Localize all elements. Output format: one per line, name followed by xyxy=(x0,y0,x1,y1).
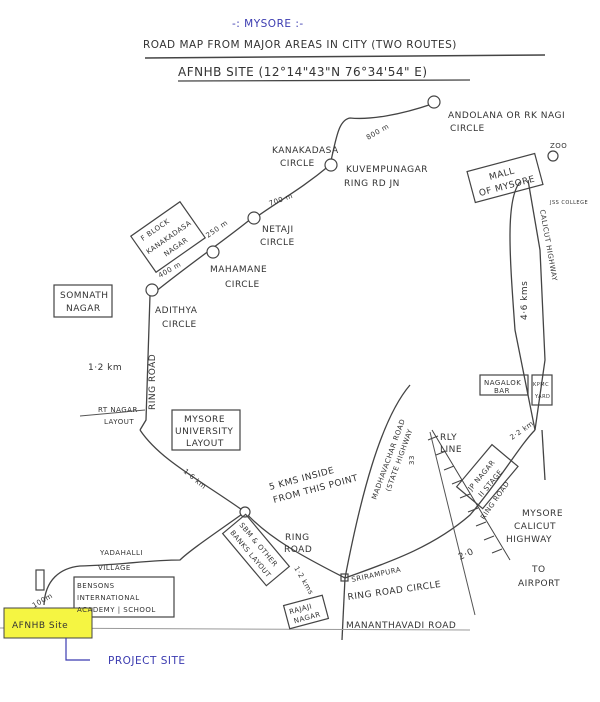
label-rly-line: LINE xyxy=(440,445,462,455)
label-mysore-university: MYSORE xyxy=(184,415,225,425)
label-somnath-nagar: NAGAR xyxy=(66,304,101,314)
distance-1-2kms: 1·2 kms xyxy=(292,565,315,596)
label-academy-school: ACADEMY | SCHOOL xyxy=(77,606,156,614)
label-zoo: ZOO xyxy=(550,142,567,150)
kuvempunagar-junction-marker xyxy=(324,158,338,172)
kpmc-box xyxy=(531,374,553,406)
andolana-circle-marker xyxy=(427,95,441,109)
label-project-site: PROJECT SITE xyxy=(108,655,186,667)
distance-250m: 250 m xyxy=(205,219,230,240)
label-international: INTERNATIONAL xyxy=(77,594,140,602)
rajaji-box xyxy=(282,594,330,630)
label-to: TO xyxy=(531,565,546,575)
label-yadahalli: YADAHALLI xyxy=(99,549,143,557)
place-labels: ANDOLANA OR RK NAGI CIRCLE KANAKADASA CI… xyxy=(12,111,588,667)
label-university: UNIVERSITY xyxy=(175,427,233,437)
label-kpmc: KPMC xyxy=(533,382,549,388)
bensons-box xyxy=(73,576,175,618)
label-highway: HIGHWAY xyxy=(506,535,552,545)
label-kanakadasa: KANAKADASA xyxy=(272,146,339,156)
label-ring: RING xyxy=(285,533,310,543)
label-kpmc-yard: YARD xyxy=(534,394,550,400)
label-calicut: CALICUT xyxy=(514,522,556,532)
label-netaji-circle: CIRCLE xyxy=(260,238,295,248)
sbm-box xyxy=(221,513,291,587)
label-university-layout: LAYOUT xyxy=(186,439,224,449)
label-kuvempunagar: KUVEMPUNAGAR xyxy=(346,165,428,175)
project-site-arrow xyxy=(65,638,90,661)
school-marker xyxy=(35,569,45,591)
label-ring-rd-jn: RING RD JN xyxy=(344,179,400,189)
mall-box xyxy=(466,152,544,204)
jp-nagar-box xyxy=(455,443,519,510)
distance-1-6km: 1·6 km xyxy=(182,467,208,491)
railway-line xyxy=(427,429,511,561)
label-bensons: BENSONS xyxy=(77,582,115,590)
label-road: ROAD xyxy=(284,545,312,555)
sbm-junction-marker xyxy=(239,506,251,518)
label-netaji: NETAJI xyxy=(262,225,294,235)
title-underline xyxy=(144,54,546,59)
label-rt-nagar: RT NAGAR xyxy=(98,406,138,414)
label-kanakadasa-circle: CIRCLE xyxy=(280,159,315,169)
label-srirampura: SRIRAMPURA xyxy=(351,566,402,584)
label-rly: RLY xyxy=(440,433,457,443)
distance-700m: 700 m xyxy=(268,192,294,208)
f-block-box xyxy=(129,200,207,274)
label-mysore: MYSORE xyxy=(522,509,563,519)
label-mahamane: MAHAMANE xyxy=(210,265,267,275)
distance-800m: 800 m xyxy=(365,122,391,141)
label-ring-road-circle: RING ROAD CIRCLE xyxy=(347,580,442,603)
mysore-university-box xyxy=(171,409,241,451)
zoo-marker xyxy=(547,150,559,162)
label-mahamane-circle: CIRCLE xyxy=(225,280,260,290)
label-adithya-circle: CIRCLE xyxy=(162,320,197,330)
mahamane-circle-marker xyxy=(206,245,220,259)
label-andolana: ANDOLANA OR RK NAGI xyxy=(448,111,565,121)
label-nagalok: NAGALOK xyxy=(484,379,521,387)
subtitle-underline xyxy=(177,79,471,82)
label-jss-college: JSS COLLEGE xyxy=(549,200,588,206)
label-adithya: ADITHYA xyxy=(155,306,198,316)
distance-100m: 100m xyxy=(31,592,54,610)
label-rt-nagar-layout: LAYOUT xyxy=(104,418,134,426)
site-coordinates: AFNHB SITE (12°14"43"N 76°34'54" E) xyxy=(178,65,428,79)
srirampura-circle-marker xyxy=(340,573,349,582)
label-afnhb-site: AFNHB Site xyxy=(12,621,68,631)
distance-1-2km: 1·2 km xyxy=(88,363,122,373)
label-village: VILLAGE xyxy=(98,564,131,572)
somnath-nagar-box xyxy=(53,284,113,318)
map-title: ROAD MAP FROM MAJOR AREAS IN CITY (TWO R… xyxy=(143,39,457,51)
distance-2-2km: 2·2 km xyxy=(509,419,536,441)
label-sh-33: 33 xyxy=(408,455,416,465)
label-mananthavadi-road: MANANTHAVADI ROAD xyxy=(346,621,456,631)
label-airport: AIRPORT xyxy=(518,579,560,589)
netaji-circle-marker xyxy=(247,211,261,225)
label-andolana-circle: CIRCLE xyxy=(450,124,485,134)
distance-2-0: 2·0 xyxy=(457,547,476,563)
label-ring-road-west: RING ROAD xyxy=(148,354,158,410)
nagalok-box xyxy=(479,374,529,396)
adithya-circle-marker xyxy=(145,283,159,297)
site-highlight xyxy=(3,607,93,639)
roads xyxy=(0,103,546,641)
distance-4-6kms: 4·6 kms xyxy=(520,281,530,320)
label-nagalok-bar: BAR xyxy=(494,387,510,395)
city-title: -: MYSORE :- xyxy=(232,18,304,30)
label-somnath: SOMNATH xyxy=(60,291,109,301)
distance-labels: 800 m 700 m 250 m 400 m 1·2 km 1·6 km 4·… xyxy=(31,122,535,609)
